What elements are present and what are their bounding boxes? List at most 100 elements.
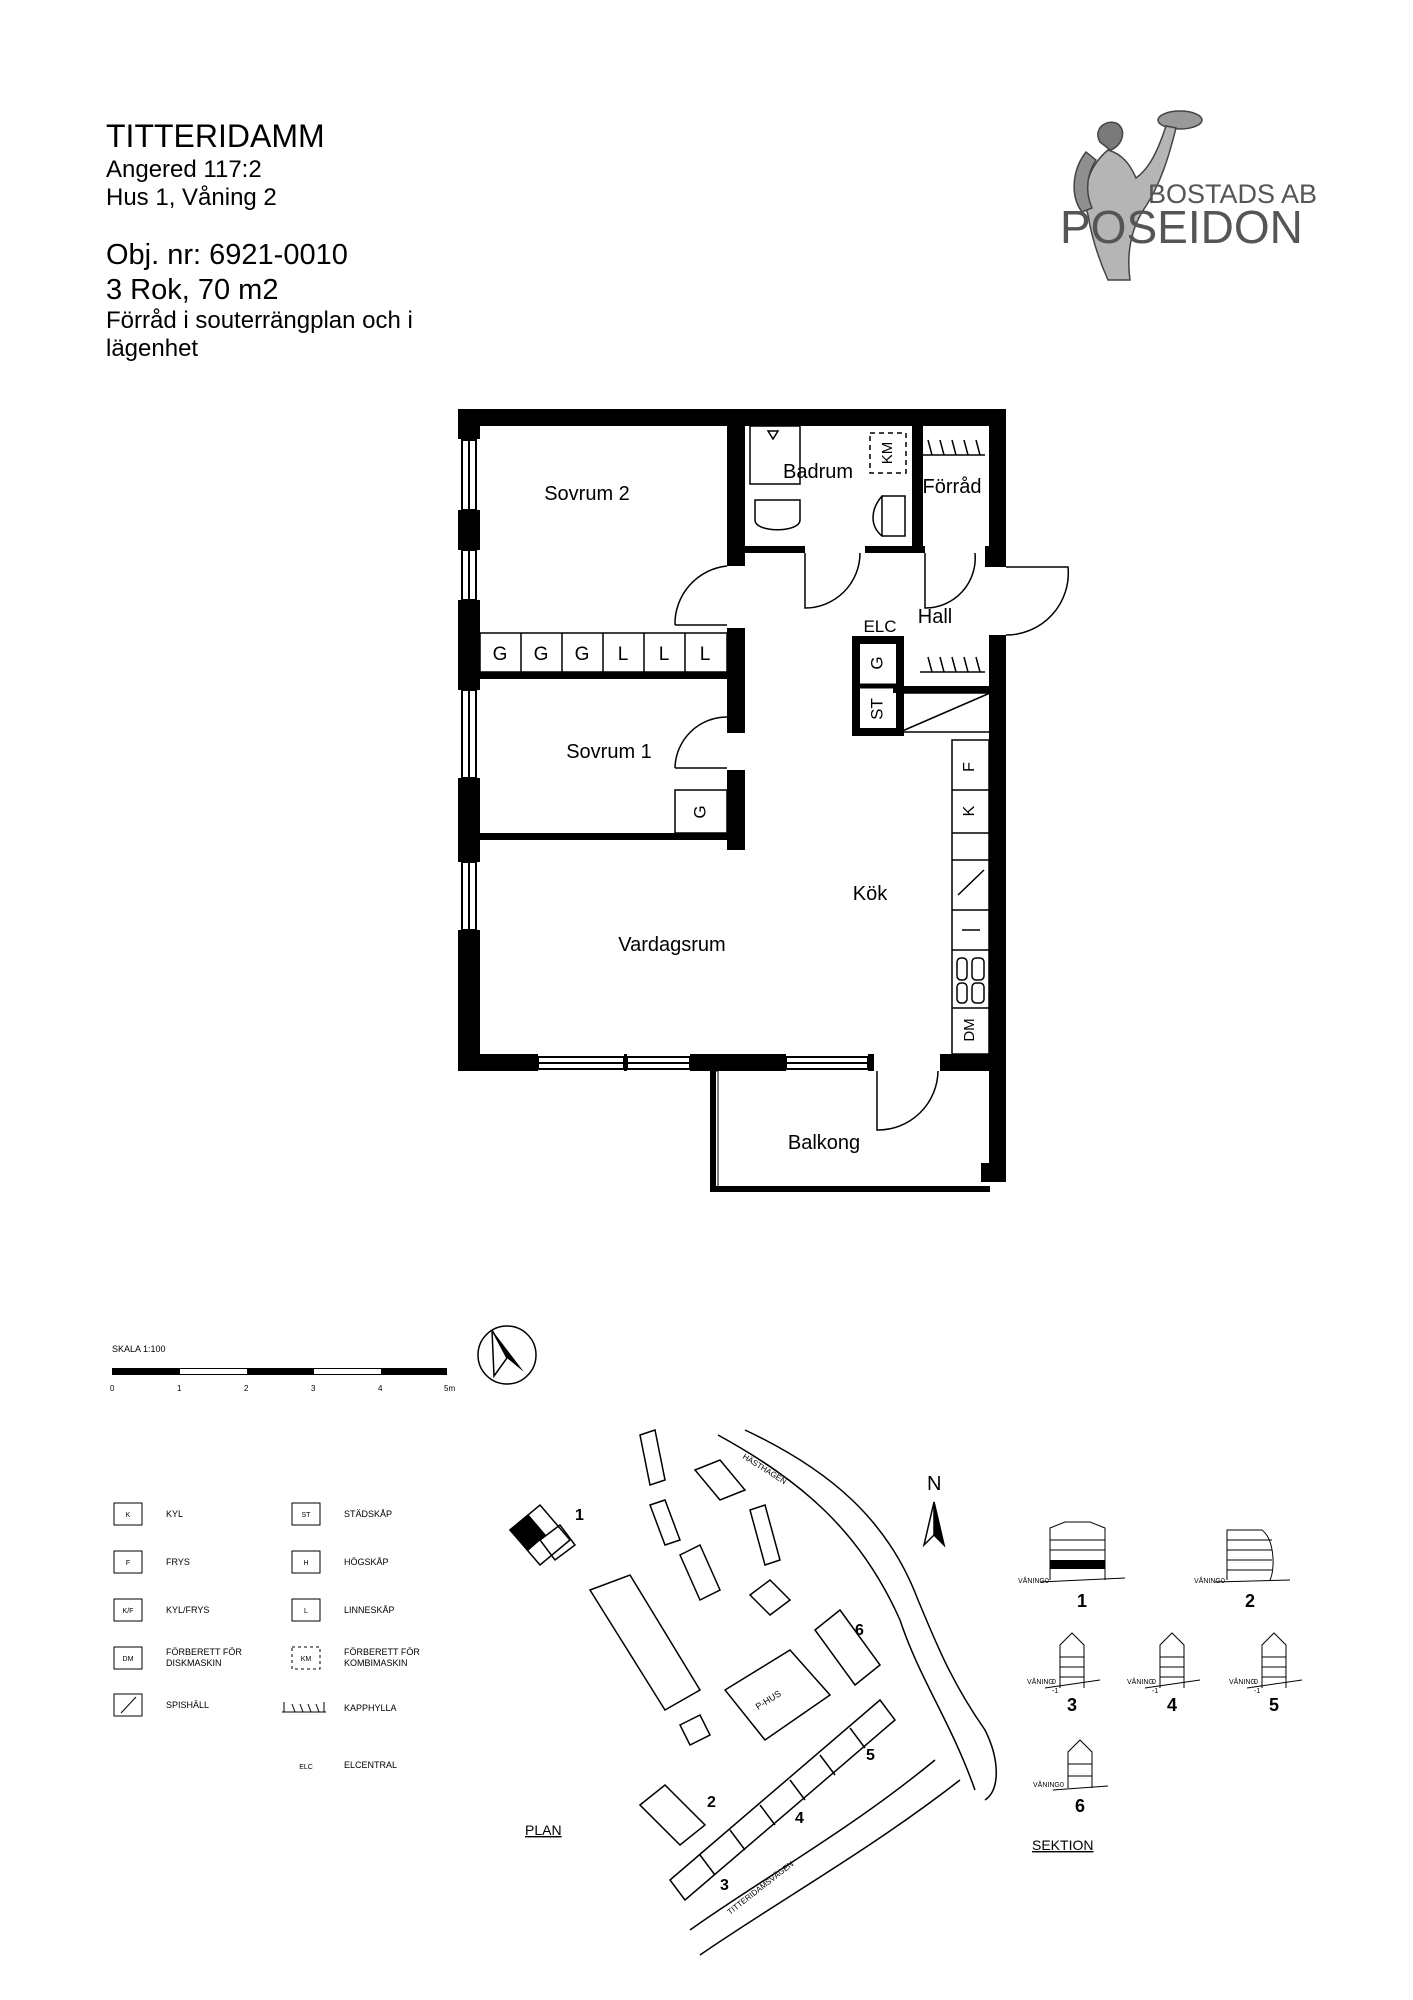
room-sovrum2: Sovrum 2 (544, 483, 630, 505)
wardrobe-g-3: G (575, 644, 590, 665)
room-vardagsrum: Vardagsrum (618, 934, 725, 956)
room-labels: Sovrum 2 Badrum Förråd Hall ELC Sovrum 1… (544, 461, 981, 1154)
legend-text-7: LINNESKÅP (344, 1605, 395, 1615)
kapphylla-icon (920, 439, 985, 673)
project-title: TITTERIDAMM (106, 118, 325, 154)
section-5-minus: -1 (1254, 1688, 1260, 1695)
house-1 (508, 1503, 577, 1567)
section-4: VÅNING 0 -1 4 (1127, 1632, 1201, 1715)
legend-code-6: H (303, 1560, 308, 1567)
outer-walls (458, 409, 1006, 1182)
legend-code-2: K/F (123, 1608, 134, 1615)
toilet-icon (754, 499, 801, 531)
counter-dm-label: DM (961, 1018, 978, 1041)
section-2: VÅNING 0 2 (1194, 1529, 1291, 1611)
legend-text-0: KYL (166, 1509, 183, 1519)
section-2-zero: 0 (1221, 1578, 1225, 1585)
bedroom1-g-label: G (690, 805, 709, 818)
stove-icon (957, 869, 985, 896)
wardrobe-l-1: L (618, 644, 629, 665)
legend-text-3b: DISKMASKIN (166, 1658, 222, 1668)
counter-f-label: F (961, 762, 978, 772)
sektion-label: SEKTION (1032, 1837, 1093, 1853)
legend-code-7: L (304, 1608, 308, 1615)
legend-code-8: KM (301, 1656, 312, 1663)
km-box (869, 432, 907, 474)
house-2 (638, 1783, 707, 1847)
legend-code-10: ELC (299, 1764, 313, 1771)
legend-kapphylla-icon (282, 1702, 326, 1713)
section-1-zero: 0 (1045, 1578, 1049, 1585)
cabinet-g-label: G (867, 656, 886, 669)
section-3-floor-label: VÅNING (1027, 1677, 1054, 1686)
counter-k-label: K (961, 805, 978, 816)
legend-code-0: K (126, 1512, 131, 1519)
section-3-minus: -1 (1052, 1688, 1058, 1695)
header-block: TITTERIDAMM Angered 117:2 Hus 1, Våning … (106, 118, 413, 363)
house-number-4: 4 (795, 1810, 804, 1827)
legend: K KYL F FRYS K/F KYL/FRYS DM FÖRBERETT F… (113, 1502, 420, 1771)
storage-note-2: lägenhet (106, 335, 199, 363)
room-forrad: Förråd (923, 476, 982, 498)
object-number: Obj. nr: 6921-0010 (106, 239, 348, 272)
legend-code-5: ST (302, 1512, 312, 1519)
legend-code-3: DM (123, 1656, 134, 1663)
hall-cabinets: G ST (852, 636, 991, 736)
scale-tick-2: 2 (244, 1384, 249, 1393)
house-floor: Hus 1, Våning 2 (106, 184, 277, 212)
interior-walls (480, 426, 1006, 850)
logo-line-1: BOSTADS AB (1148, 179, 1317, 209)
scale-tick-4: 4 (378, 1384, 383, 1393)
compass-icon (477, 1325, 537, 1385)
kitchen-counter: F K DM (951, 739, 990, 1055)
section-6-floor-label: VÅNING (1033, 1780, 1060, 1789)
site-north-label: N (927, 1473, 941, 1495)
section-6-zero: 0 (1060, 1782, 1064, 1789)
floor-plan: KM G ST (458, 409, 1070, 1192)
parking-label: P-HUS (754, 1688, 783, 1711)
house-number-3: 3 (720, 1877, 729, 1894)
room-elc: ELC (863, 617, 896, 636)
section-number-6: 6 (1075, 1796, 1085, 1816)
section-3-zero: 0 (1052, 1679, 1056, 1686)
section-1-floor-label: VÅNING (1018, 1576, 1045, 1585)
sink-outline (749, 425, 801, 485)
section-4-zero: 0 (1152, 1679, 1156, 1686)
km-label: KM (879, 442, 896, 465)
section-4-minus: -1 (1152, 1688, 1158, 1695)
legend-text-3: FÖRBERETT FÖR (166, 1647, 242, 1657)
scale-tick-3: 3 (311, 1384, 316, 1393)
legend-stove-icon (120, 1696, 137, 1714)
scale-label: SKALA 1:100 (112, 1344, 166, 1354)
house-number-6: 6 (855, 1622, 864, 1639)
legend-text-5: STÄDSKÅP (344, 1509, 392, 1519)
legend-text-10: ELCENTRAL (344, 1760, 397, 1770)
legend-text-4: SPISHÄLL (166, 1700, 209, 1710)
room-hall: Hall (918, 606, 952, 628)
room-kok: Kök (853, 883, 888, 905)
section-5-floor-label: VÅNING (1229, 1677, 1256, 1686)
parking-house: P-HUS (723, 1649, 832, 1742)
cabinet-st-label: ST (867, 698, 886, 720)
poseidon-figure-icon (1073, 110, 1203, 281)
section-5-zero: 0 (1254, 1679, 1258, 1686)
section-number-3: 3 (1067, 1695, 1077, 1715)
section-5: VÅNING 0 -1 5 (1229, 1632, 1303, 1715)
section-number-1: 1 (1077, 1591, 1087, 1611)
legend-text-2: KYL/FRYS (166, 1605, 209, 1615)
site-plan: HÄSTHAGEN TITTERIDAMSVÄGEN N 1 P-HUS 6 (508, 1429, 997, 1956)
section-diagrams: VÅNING 0 1 VÅNING 0 2 VÅNING 0 -1 3 (1018, 1521, 1303, 1853)
legend-text-9: KAPPHYLLA (344, 1703, 397, 1713)
section-4-floor-label: VÅNING (1127, 1677, 1154, 1686)
wardrobe-g-1: G (493, 644, 508, 665)
wardrobe-l-2: L (659, 644, 670, 665)
section-number-4: 4 (1167, 1695, 1177, 1715)
scale-tick-0: 0 (110, 1384, 115, 1393)
road-edge-3 (689, 1759, 936, 1931)
street-titteridamsvagen: TITTERIDAMSVÄGEN (726, 1859, 796, 1916)
section-number-5: 5 (1269, 1695, 1279, 1715)
house-6 (813, 1608, 882, 1687)
logo-line-2: POSEIDON (1060, 201, 1303, 253)
windows (461, 439, 869, 1070)
